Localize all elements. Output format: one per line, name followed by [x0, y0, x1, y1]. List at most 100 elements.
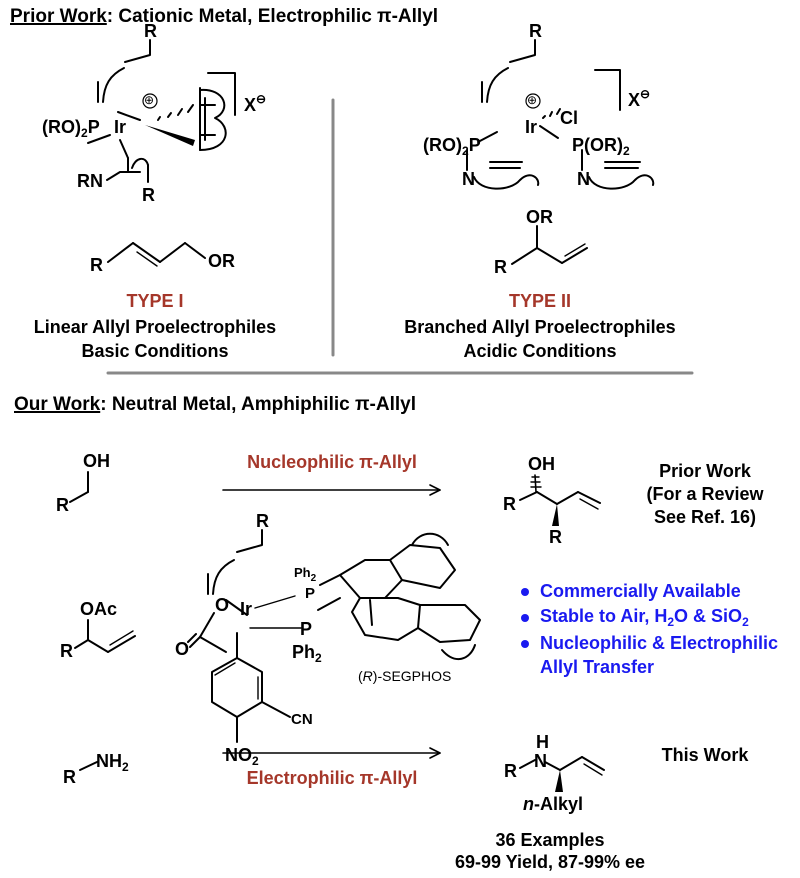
type2-complex-bonds [466, 39, 655, 190]
segphos-rest: )-SEGPHOS [372, 668, 452, 684]
type2-POR: P(OR) [572, 135, 623, 155]
prior-work-note-2: (For a Review [646, 484, 764, 504]
catalyst-R: R [256, 511, 269, 531]
homoallylic-alcohol-bonds [519, 474, 601, 526]
type2-X-charge: ⊖ [640, 87, 651, 101]
feature-commercially-available: Commercially Available [540, 581, 741, 601]
alcohol-R: R [56, 495, 69, 515]
type1-conditions: Basic Conditions [81, 341, 229, 361]
type2-POR-sub: 2 [623, 144, 630, 158]
catalyst-NO: NO [225, 745, 252, 765]
segphos-paren: ( [358, 668, 363, 684]
feature-nucleophilic-electrophilic: Nucleophilic & Electrophilic [540, 633, 779, 653]
type2-charge: ⊕ [527, 93, 538, 107]
alcohol-OH: OH [83, 451, 110, 471]
feature-stable-pre: Stable to Air, H [540, 606, 668, 626]
type1-substrate-OR: OR [208, 251, 235, 271]
prior-work-title: Prior Work [10, 6, 107, 27]
product-amine-alkyl-n: n [523, 794, 534, 814]
type1-substrate-bonds [107, 242, 206, 267]
catalyst-O2: O [175, 639, 190, 659]
catalyst-P1: P [305, 585, 316, 602]
type2-P-left: P [468, 135, 481, 155]
type2-RO: (RO) [423, 135, 462, 155]
catalyst-O1: O [215, 595, 230, 615]
feature-stable-sub2: 2 [742, 615, 749, 629]
type2-X: X [628, 90, 641, 110]
type2-charge-circle [525, 93, 541, 109]
type2-substrate-bonds [511, 225, 588, 265]
arrow-top-head [429, 484, 441, 496]
type2-RO2P: (RO)2P [423, 136, 481, 157]
allylic-amine-bonds [519, 756, 605, 792]
type2-counterion: X⊖ [628, 88, 650, 109]
type2-conditions: Acidic Conditions [463, 341, 617, 361]
catalyst-NO2: NO2 [225, 746, 259, 767]
type2-Cl: Cl [560, 108, 578, 128]
catalyst-Ph-bottom-sub: 2 [315, 651, 322, 665]
product-amine-R: R [504, 761, 517, 781]
our-work-header: Our Work: Neutral Metal, Amphiphilic π-A… [14, 394, 416, 416]
amine-NH: NH [96, 751, 122, 771]
prior-work-note-3: See Ref. 16) [653, 507, 757, 527]
feature-bullet-2 [521, 614, 529, 622]
type2-RO-sub: 2 [462, 144, 469, 158]
prior-work-subtitle: : Cationic Metal, Electrophilic π-Allyl [106, 6, 439, 27]
feature-allyl-transfer: Allyl Transfer [540, 657, 655, 677]
product-alcohol-OH: OH [528, 454, 555, 474]
catalyst-P2: P [300, 619, 313, 639]
our-work-subtitle: : Neutral Metal, Amphiphilic π-Allyl [100, 394, 416, 415]
feature-stable-mid: O & SiO [674, 606, 743, 626]
catalyst-Ir: Ir [240, 599, 253, 619]
type1-charge: ⊕ [144, 93, 155, 107]
type1-RO: (RO) [42, 117, 81, 137]
allyl-acetate-bonds [74, 619, 136, 653]
amine-NH2: NH2 [96, 752, 129, 773]
type2-label: TYPE II [508, 291, 571, 311]
segphos-R: R [362, 668, 373, 684]
type2-description: Branched Allyl Proelectrophiles [404, 317, 676, 337]
amine-NH-sub: 2 [122, 760, 129, 774]
catalyst-Ph-top: Ph [294, 565, 311, 580]
arrow-top-label: Nucleophilic π-Allyl [247, 452, 417, 472]
type1-X: X [244, 95, 257, 115]
yield-ee: 69-99 Yield, 87-99% ee [454, 852, 646, 872]
segphos-label: (R)-SEGPHOS [358, 668, 451, 684]
catalyst-CN: CN [291, 711, 313, 728]
type2-Ir: Ir [525, 117, 538, 137]
type1-substrate-R: R [90, 255, 103, 275]
type1-Ir: Ir [114, 117, 127, 137]
type1-R-top: R [144, 21, 157, 41]
amine-bonds [79, 761, 98, 771]
product-alcohol-R-left: R [503, 494, 516, 514]
prior-work-note-1: Prior Work [659, 461, 751, 481]
arrow-bottom-label: Electrophilic π-Allyl [246, 768, 418, 788]
type1-complex-bonds [87, 39, 236, 183]
prior-work-header: Prior Work: Cationic Metal, Electrophili… [10, 6, 438, 28]
product-amine-alkyl-rest: -Alkyl [534, 794, 584, 814]
type1-label: TYPE I [126, 291, 184, 311]
type1-RO-sub: 2 [81, 126, 88, 140]
catalyst-Ph-bottom: Ph [292, 642, 316, 662]
product-amine-H: H [536, 732, 549, 752]
reagent-R: R [60, 641, 73, 661]
catalyst-bonds [187, 529, 481, 743]
examples-count: 36 Examples [495, 830, 605, 850]
type1-X-charge: ⊖ [256, 92, 267, 106]
type2-substrate-R: R [494, 257, 507, 277]
type2-substrate-OR: OR [526, 207, 553, 227]
feature-bullet-3 [521, 640, 529, 648]
feature-stable-sub1: 2 [667, 615, 675, 629]
type1-description: Linear Allyl Proelectrophiles [33, 317, 277, 337]
feature-stable: Stable to Air, H2O & SiO2 [540, 607, 749, 628]
this-work-note: This Work [661, 745, 749, 765]
type1-RN: RN [77, 171, 103, 191]
feature-bullet-1 [521, 588, 529, 596]
product-amine-N: N [534, 751, 547, 771]
catalyst-Ph2-bottom: Ph2 [292, 643, 322, 664]
type2-N-left: N [462, 169, 475, 189]
type1-RO2P: (RO)2P [42, 118, 100, 139]
type1-P: P [87, 117, 100, 137]
reagent-OAc: OAc [80, 599, 118, 619]
